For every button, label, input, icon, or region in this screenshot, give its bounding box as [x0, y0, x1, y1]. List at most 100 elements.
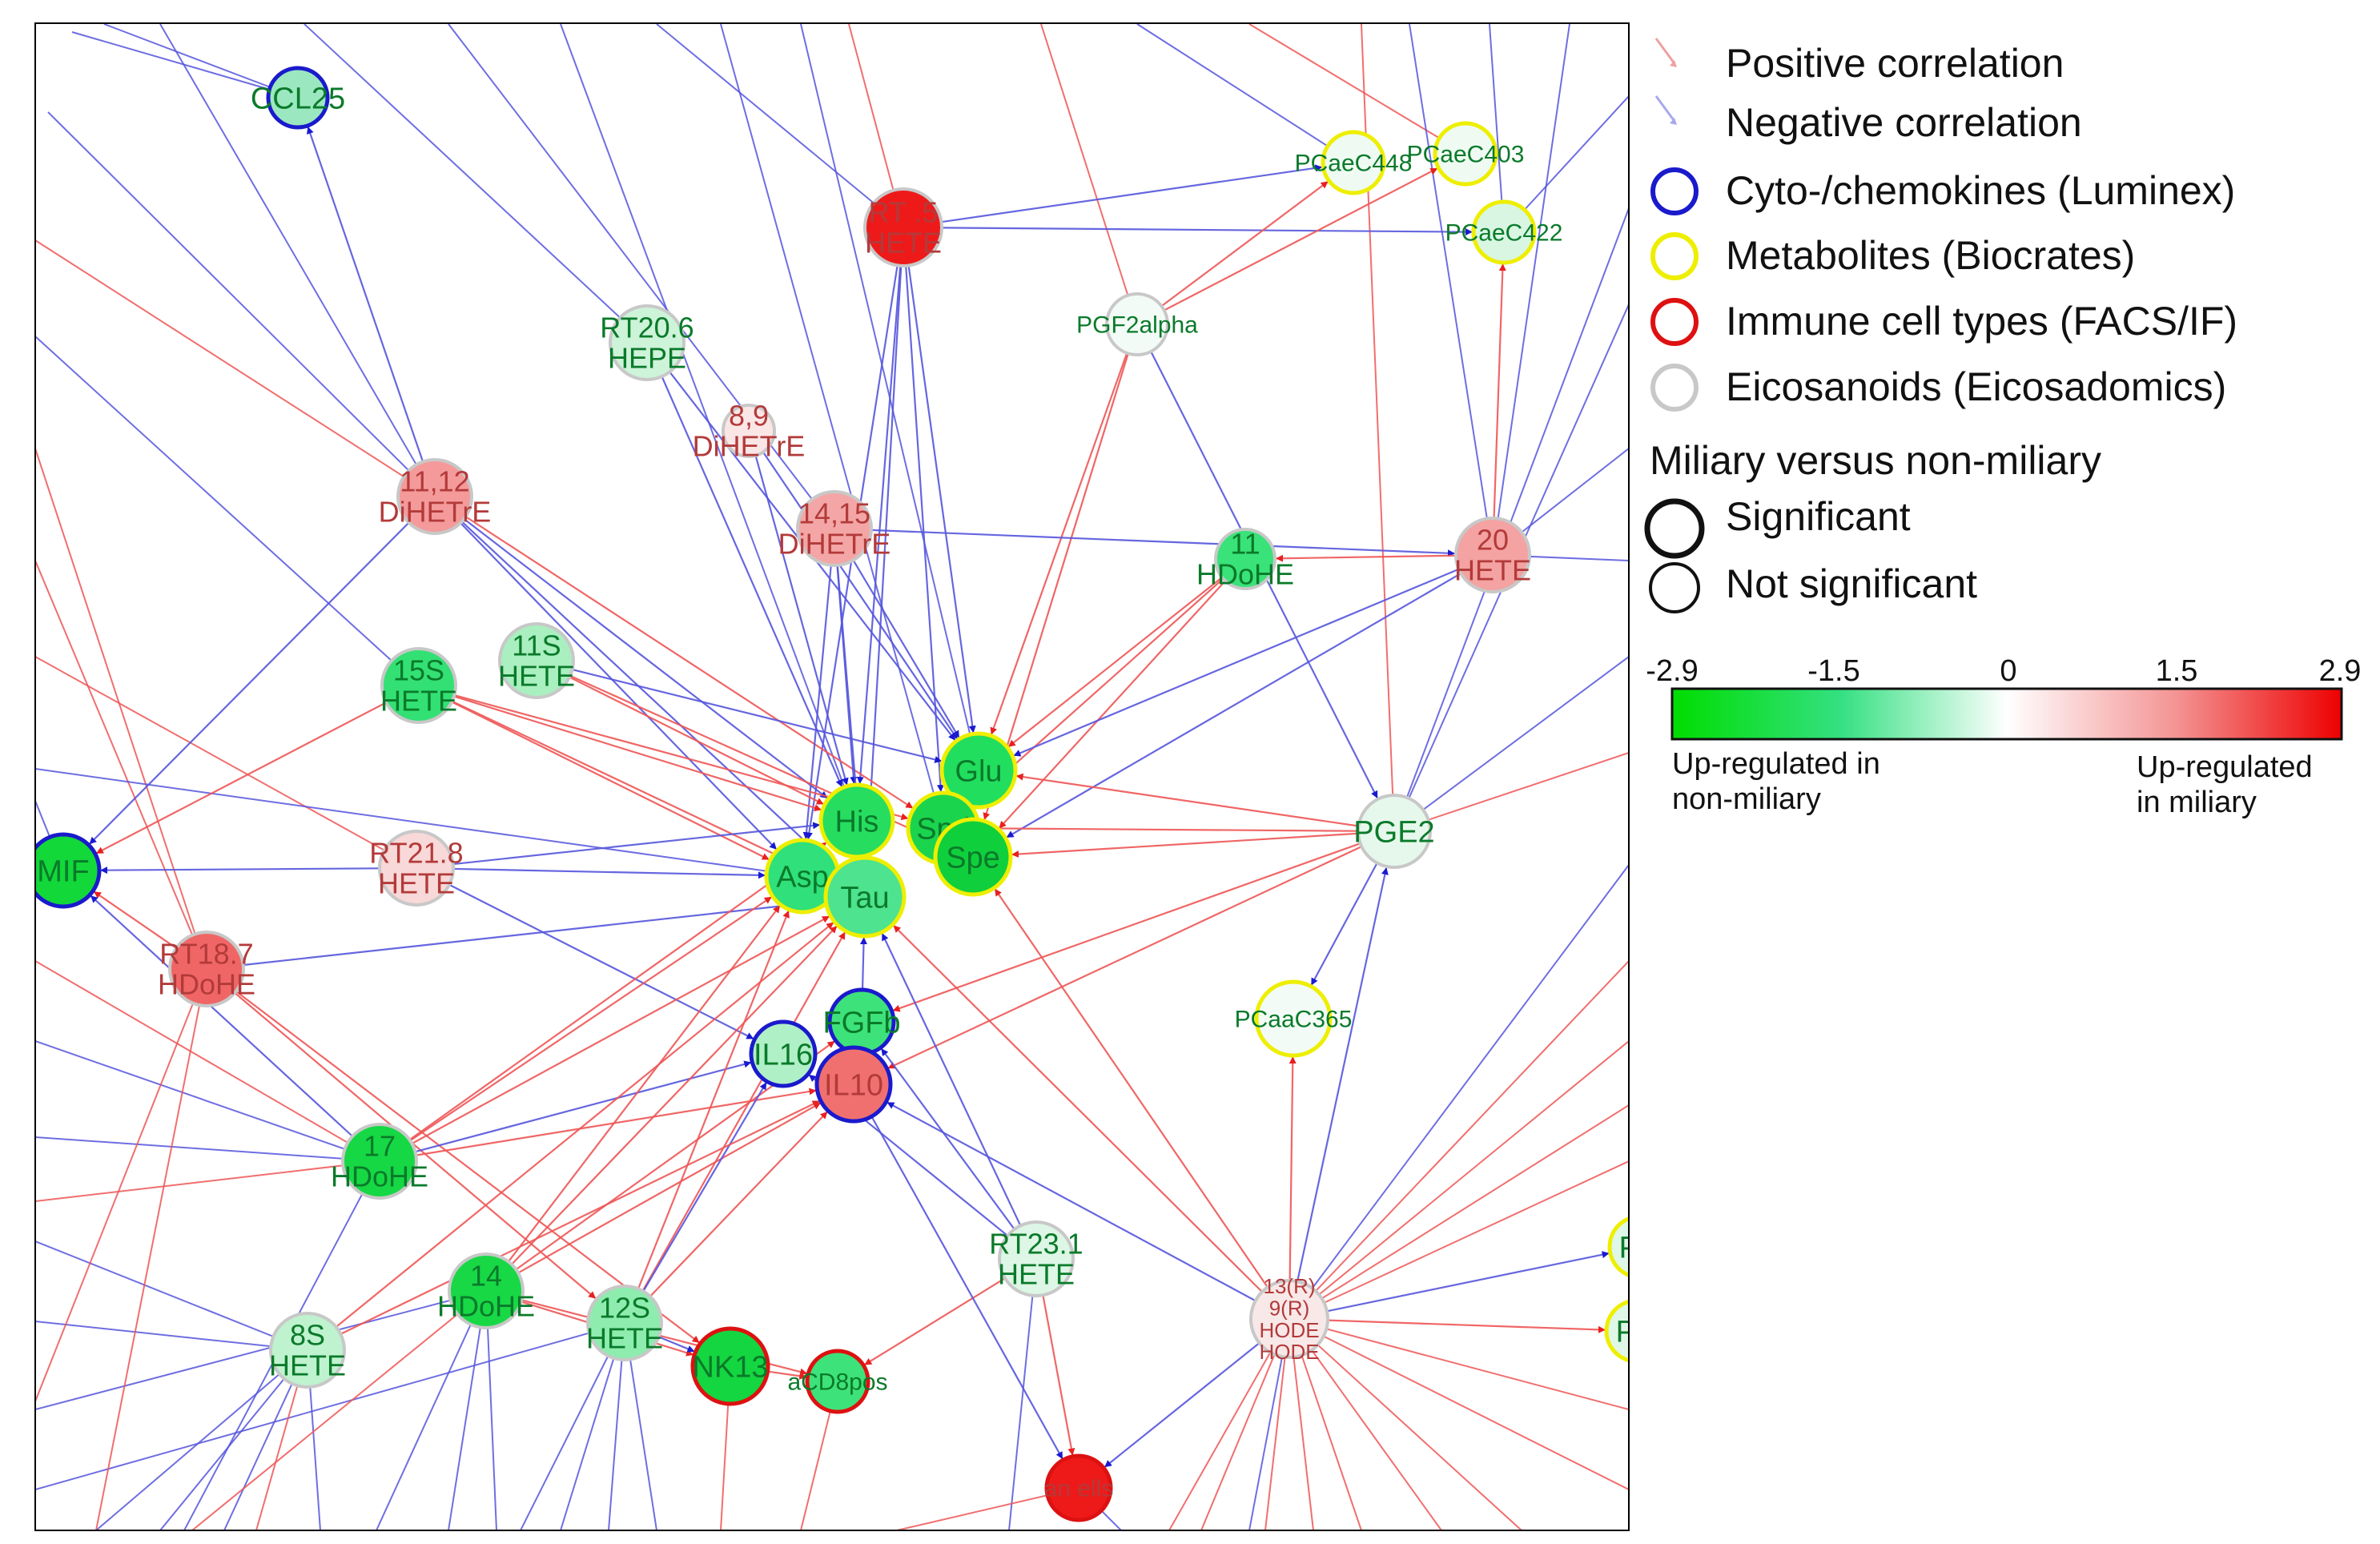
node-pgf2alpha: PGF2alpha: [1076, 292, 1198, 356]
negative-correlation-edge: [448, 1290, 487, 1530]
node-activated-cells: an ells: [1044, 1454, 1113, 1522]
negative-correlation-edge: [642, 1082, 767, 1292]
color-scale-bar: [1670, 687, 2343, 741]
positive-correlation-edge: [451, 701, 770, 861]
scale-right-caption-line1: Up-regulated: [2137, 750, 2313, 784]
positive-correlation-edge: [1276, 554, 1457, 562]
legend: Positive correlation Negative correlatio…: [1644, 38, 2361, 819]
positive-correlation-edge: [999, 580, 1226, 829]
node-label: 17: [364, 1130, 396, 1163]
positive-correlation-edge: [1288, 1318, 1442, 1530]
node-circle: [168, 931, 245, 1007]
negative-correlation-edge: [89, 521, 410, 845]
legend-type-cyto: Cyto-/chemokines (Luminex): [1650, 167, 2235, 215]
node-circle: [498, 622, 575, 699]
positive-correlation-edge: [409, 896, 772, 1142]
node-acd8pos: aCD8pos: [787, 1349, 888, 1414]
node-label: HODE: [1259, 1318, 1319, 1342]
node-circle: [998, 1220, 1075, 1297]
node-label: PCaeC448: [1295, 151, 1413, 177]
node-label: His: [835, 805, 879, 838]
node-label: PGF2alpha: [1076, 312, 1198, 339]
negative-correlation-edge: [656, 23, 904, 228]
positive-correlation-edge: [1393, 752, 1629, 832]
node-label: CCL25: [251, 82, 345, 115]
negative-correlation-edge: [460, 521, 836, 871]
node-circle: [863, 187, 943, 267]
negative-correlation-edge: [572, 669, 943, 763]
positive-correlation-edge: [979, 824, 1359, 832]
node-label: 14: [470, 1260, 502, 1293]
node-pc-edge-2: PC: [1604, 1299, 1658, 1363]
node-label: HETE: [498, 660, 575, 693]
node-pc-edge-1: PC: [1607, 1216, 1662, 1277]
negative-edge-swatch: [1654, 95, 1675, 121]
negative-correlation-edge: [103, 23, 299, 99]
node-label: PC: [1619, 1231, 1662, 1265]
negative-correlation-edge: [452, 822, 821, 866]
negative-correlation-edge: [905, 265, 944, 792]
positive-correlation-edge: [1168, 1318, 1290, 1530]
color-scale: -2.9 -1.5 0 1.5 2.9 Up-regulated in non-…: [1646, 654, 2361, 819]
positive-correlation-edge: [95, 968, 207, 1530]
node-label: HETE: [269, 1349, 346, 1382]
node-label: 20: [1477, 524, 1509, 557]
legend-immune-label: Immune cell types (FACS/IF): [1726, 299, 2237, 344]
positive-correlation-edge: [1288, 1040, 1629, 1320]
node-label: HETE: [378, 867, 455, 900]
scale-tick-label: 1.5: [2156, 654, 2198, 688]
node-circle: [378, 830, 455, 907]
negative-correlation-edge: [415, 1060, 752, 1153]
node-label: Asp: [776, 860, 828, 894]
positive-correlation-edge: [887, 846, 1362, 1069]
positive-correlation-edge: [990, 352, 1128, 735]
positive-correlation-edge: [35, 656, 417, 869]
negative-arrow-icon: [1670, 118, 1677, 125]
node-mif: MIF: [35, 832, 102, 909]
node-label: 8S: [290, 1319, 325, 1352]
node-circle: [1105, 292, 1169, 356]
node-label: NK13: [692, 1350, 768, 1384]
negative-correlation-edge: [100, 866, 380, 875]
positive-correlation-edge: [234, 991, 597, 1299]
negative-correlation-edge: [1409, 23, 1494, 556]
positive-correlation-edge: [767, 1370, 807, 1380]
positive-correlation-edge: [93, 891, 177, 949]
negative-correlation-edge: [460, 522, 778, 850]
negative-correlation-edge: [658, 1336, 695, 1353]
immune-circle-icon: [1650, 298, 1699, 346]
node-circle: [341, 1123, 418, 1200]
node-circle: [1044, 1454, 1113, 1522]
negative-correlation-edge: [1310, 862, 1378, 986]
scale-tick-label: 0: [2000, 654, 2016, 688]
negative-correlation-edge: [1393, 207, 1629, 832]
node-circle: [1607, 1216, 1629, 1277]
node-il10: IL10: [814, 1045, 893, 1124]
negative-correlation-edge: [376, 1290, 487, 1530]
positive-correlation-edge: [1160, 181, 1329, 308]
negative-correlation-edge: [852, 559, 960, 738]
node-label: HETE: [380, 685, 457, 718]
legend-metab-label: Metabolites (Biocrates): [1726, 233, 2135, 278]
node-label: HETE: [1454, 554, 1531, 587]
positive-correlation-edge: [649, 1111, 828, 1297]
positive-correlation-edge: [335, 922, 834, 1328]
node-circle: [814, 1045, 893, 1124]
node-label: DiHETrE: [693, 430, 806, 463]
positive-correlation-edge: [1011, 832, 1359, 858]
background-edge-layer: [35, 23, 1629, 1530]
positive-correlation-edge: [893, 925, 1263, 1293]
node-label: PC: [1616, 1315, 1658, 1349]
positive-correlation-edge: [35, 1160, 380, 1202]
positive-correlation-edge: [1015, 773, 1359, 827]
positive-correlation-edge: [508, 905, 781, 1263]
node-label: RT18.7: [159, 938, 253, 971]
positive-correlation-edge: [453, 695, 822, 812]
